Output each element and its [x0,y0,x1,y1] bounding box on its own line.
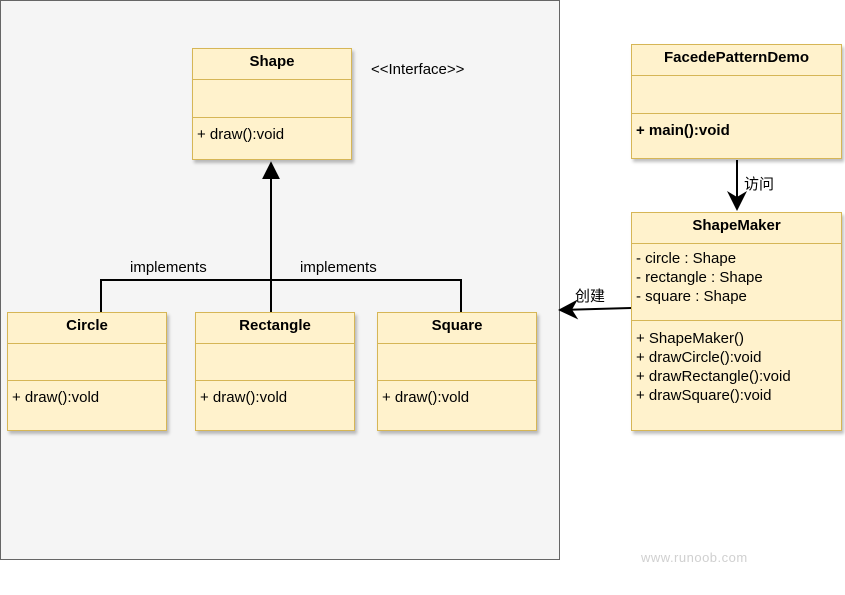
class-square-name: Square [378,313,536,344]
class-rectangle-operations: + draw():vold [196,381,354,407]
class-rectangle-name: Rectangle [196,313,354,344]
class-shape[interactable]: Shape + draw():void [192,48,352,160]
class-circle-name: Circle [8,313,166,344]
implements-label-left: implements [130,259,207,276]
class-facade-pattern-demo-op: + main():void [636,122,730,139]
class-circle-attributes [8,344,166,381]
class-shape-attributes [193,80,351,118]
class-square-op: + draw():vold [382,389,470,406]
create-label: 创建 [575,288,606,305]
class-shape-maker-name: ShapeMaker [632,213,841,244]
class-shape-maker-op: + drawSquare():void [636,387,772,404]
visit-label: 访问 [744,176,775,193]
class-rectangle-attributes [196,344,354,381]
class-facade-pattern-demo-name: FacedePatternDemo [632,45,841,76]
class-square-attributes [378,344,536,381]
class-shape-op: + draw():void [197,126,285,143]
class-rectangle[interactable]: Rectangle + draw():vold [195,312,355,431]
class-shape-maker-attributes: - circle : Shape - rectangle : Shape - s… [632,244,841,321]
class-facade-pattern-demo[interactable]: FacedePatternDemo + main():void [631,44,842,159]
create-edge [558,299,632,320]
class-shape-maker-attr: - rectangle : Shape [636,269,763,286]
class-circle[interactable]: Circle + draw():vold [7,312,167,431]
class-shape-maker-op: + drawCircle():void [636,349,762,366]
class-shape-maker-attr: - square : Shape [636,288,747,305]
class-facade-pattern-demo-attributes [632,76,841,114]
class-shape-operations: + draw():void [193,118,351,144]
class-facade-pattern-demo-operations: + main():void [632,114,841,140]
class-circle-op: + draw():vold [12,389,100,406]
class-shape-maker-operations: + ShapeMaker() + drawCircle():void + dra… [632,321,841,405]
implements-label-right: implements [300,259,377,276]
class-shape-maker[interactable]: ShapeMaker - circle : Shape - rectangle … [631,212,842,431]
class-shape-maker-op: + drawRectangle():void [636,368,791,385]
class-rectangle-op: + draw():vold [200,389,288,406]
watermark: www.runoob.com [641,550,748,565]
class-square-operations: + draw():vold [378,381,536,407]
class-square[interactable]: Square + draw():vold [377,312,537,431]
class-shape-maker-attr: - circle : Shape [636,250,737,267]
class-shape-maker-op: + ShapeMaker() [636,330,744,347]
class-circle-operations: + draw():vold [8,381,166,407]
interface-stereotype-label: <<Interface>> [371,61,465,78]
class-shape-name: Shape [193,49,351,80]
